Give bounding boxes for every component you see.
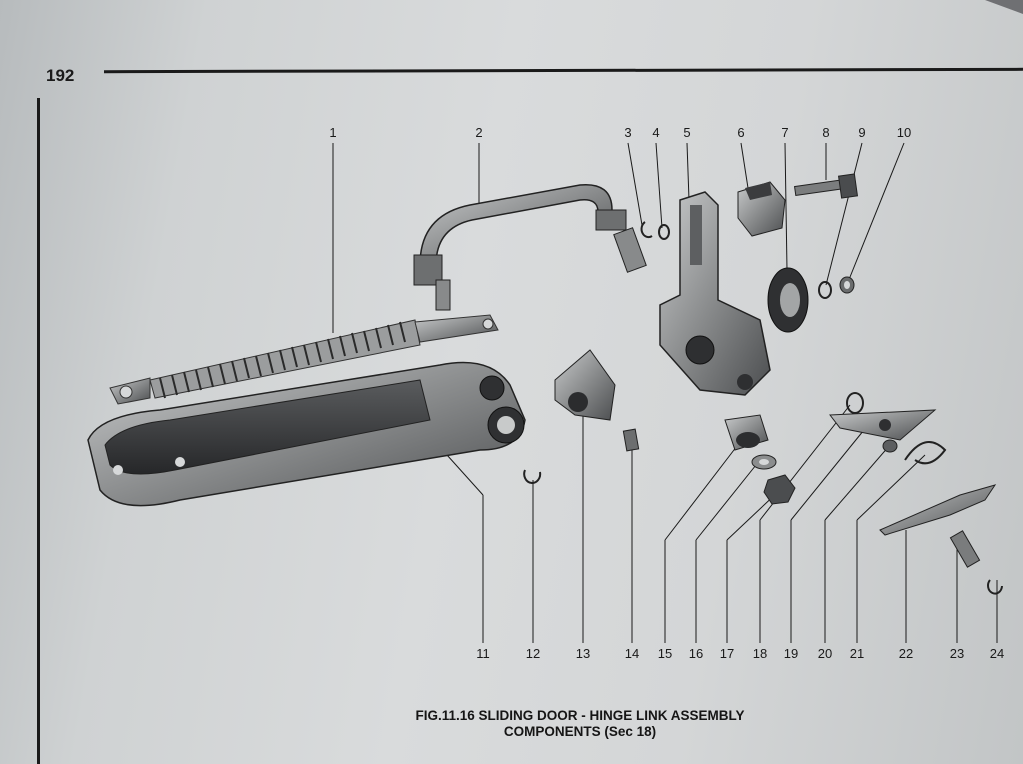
callout-11: 11 [476,646,490,661]
figure-caption: FIG.11.16 SLIDING DOOR - HINGE LINK ASSE… [300,708,860,740]
bush [767,267,809,333]
callout-19: 19 [783,646,799,661]
hinge-link-arm [87,361,526,507]
callout-14: 14 [624,646,640,661]
callout-6: 6 [737,125,745,140]
callout-12: 12 [525,646,541,661]
callout-16: 16 [688,646,704,661]
slide-block [737,181,786,237]
page-number: 192 [46,66,75,85]
callout-15: 15 [657,646,673,661]
callout-4: 4 [652,125,660,140]
callout-1: 1 [329,125,337,140]
bolt [793,173,859,199]
callout-24: 24 [989,646,1005,661]
catch-plates [829,409,997,536]
small-fittings [724,392,864,505]
callout-10: 10 [896,125,912,140]
callout-22: 22 [898,646,914,661]
callout-3: 3 [624,125,632,140]
clevis-pin-and-clip [949,530,1003,595]
callout-7: 7 [781,125,789,140]
callout-21: 21 [849,646,865,661]
hinge-bracket [659,191,771,396]
washer-and-nut [818,276,855,299]
callout-20: 20 [817,646,833,661]
roll-pin [622,428,640,452]
hinge-link-bar [413,183,647,311]
circlip-and-washer [640,221,670,240]
callout-23: 23 [949,646,965,661]
tension-spring [109,314,499,405]
callout-2: 2 [475,125,483,140]
callout-5: 5 [683,125,691,140]
callout-8: 8 [822,125,830,140]
callout-17: 17 [719,646,735,661]
caption-line-2: COMPONENTS (Sec 18) [503,724,657,739]
callout-18: 18 [752,646,768,661]
callout-13: 13 [575,646,591,661]
pivot-bracket [554,349,616,421]
callout-9: 9 [858,125,866,140]
margin-rule [37,98,40,764]
caption-line-1: FIG.11.16 SLIDING DOOR - HINGE LINK ASSE… [415,708,745,723]
circlip [523,469,542,484]
